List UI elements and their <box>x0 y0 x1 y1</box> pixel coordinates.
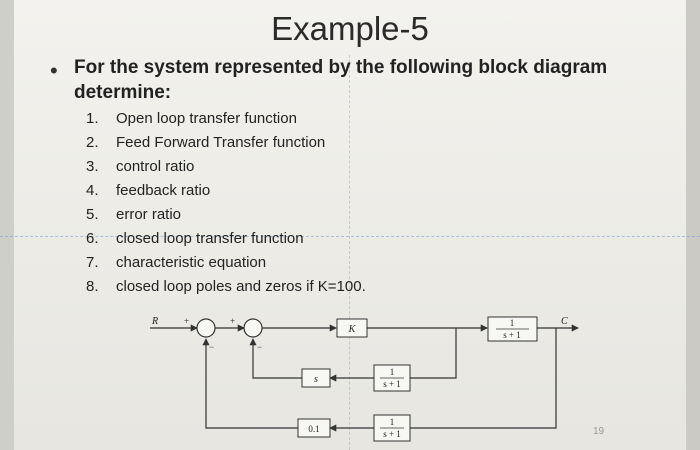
list-item-text: Feed Forward Transfer function <box>116 134 326 151</box>
gain-block-k-label: K <box>348 324 357 335</box>
sign-minus-1: − <box>209 342 214 352</box>
question-list: 1. Open loop transfer function 2. Feed For… <box>86 108 366 300</box>
sign-minus-2: − <box>257 342 262 352</box>
list-item: 2. Feed Forward Transfer function <box>86 132 366 156</box>
list-item-text: closed loop poles and zeros if K=100. <box>116 278 366 295</box>
list-item-text: error ratio <box>116 206 182 223</box>
guide-line-vertical <box>349 55 350 450</box>
list-item-number: 7. <box>86 254 99 271</box>
wire-s-to-sum2 <box>249 338 302 379</box>
list-item-number: 2. <box>86 134 99 151</box>
input-label: R <box>151 316 158 327</box>
list-item-text: control ratio <box>116 158 195 175</box>
slide <box>14 0 686 450</box>
list-item-text: characteristic equation <box>116 254 267 271</box>
list-item: 3. control ratio <box>86 156 366 180</box>
feedback-upper-numerator: 1 <box>390 367 395 377</box>
list-item-number: 1. <box>86 110 99 127</box>
list-item: 7. characteristic equation <box>86 252 366 276</box>
slide-right-edge <box>686 0 700 450</box>
list-item-number: 8. <box>86 278 99 295</box>
list-item: 5. error ratio <box>86 204 366 228</box>
gain-block-k <box>336 318 368 338</box>
wire-feedback-outer <box>410 328 557 429</box>
wire-01-to-sum1 <box>202 338 298 429</box>
list-item: 8. closed loop poles and zeros if K=100. <box>86 276 366 300</box>
forward-block-numerator: 1 <box>510 318 515 328</box>
forward-block-denominator: s + 1 <box>503 330 521 340</box>
list-item-number: 6. <box>86 230 99 247</box>
feedback-block-s <box>301 368 331 388</box>
output-label: C <box>561 316 568 327</box>
list-item-number: 4. <box>86 182 99 199</box>
feedback-lower-denominator: s + 1 <box>383 429 401 439</box>
list-item: 6. closed loop transfer function <box>86 228 366 252</box>
sign-plus-1: + <box>184 316 189 326</box>
gain-block-01 <box>297 418 331 438</box>
feedback-block-s-label: s <box>314 374 318 385</box>
wire-feedback-s <box>410 328 457 379</box>
summing-junction-1 <box>196 318 216 338</box>
slide-intro: For the system represented by the follow… <box>74 57 608 103</box>
gain-block-01-label: 0.1 <box>308 424 319 434</box>
feedback-upper-denominator: s + 1 <box>383 379 401 389</box>
list-item: 1. Open loop transfer function <box>86 108 366 132</box>
page-number: 19 <box>593 426 605 437</box>
slide-title: Example-5 <box>271 10 429 47</box>
sign-plus-2: + <box>230 316 235 326</box>
list-item-text: closed loop transfer function <box>116 230 304 247</box>
bullet-icon: • <box>50 58 58 83</box>
feedback-lower-numerator: 1 <box>390 417 395 427</box>
list-item-number: 5. <box>86 206 99 223</box>
summing-junction-2 <box>243 318 263 338</box>
list-item-text: feedback ratio <box>116 182 211 199</box>
list-item: 4. feedback ratio <box>86 180 366 204</box>
list-item-number: 3. <box>86 158 99 175</box>
guide-line-horizontal <box>0 236 700 237</box>
list-item-text: Open loop transfer function <box>116 110 297 127</box>
slide-left-edge <box>0 0 14 450</box>
